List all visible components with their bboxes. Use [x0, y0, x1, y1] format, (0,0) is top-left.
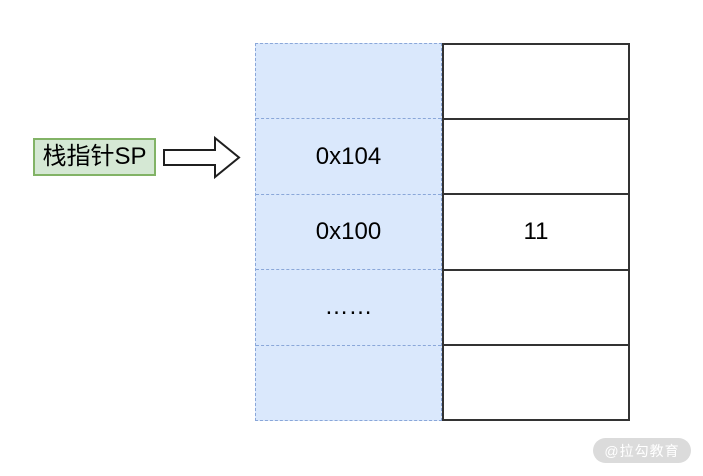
address-column: 0x104 0x100 ……: [255, 43, 442, 421]
value-column: 11: [442, 43, 630, 421]
right-block-arrow-icon: [162, 135, 242, 181]
watermark-badge: @拉勾教育: [593, 438, 691, 463]
stack-pointer-label: 栈指针SP: [33, 138, 156, 176]
value-cell-4: [444, 345, 628, 420]
value-cell-1: [444, 120, 628, 196]
address-cell-3: ……: [256, 270, 441, 346]
address-cell-1: 0x104: [256, 119, 441, 195]
value-cell-2: 11: [444, 195, 628, 271]
watermark-text: @拉勾教育: [604, 442, 680, 459]
value-cell-3: [444, 270, 628, 346]
value-cell-0: [444, 45, 628, 121]
address-cell-2: 0x100: [256, 194, 441, 271]
right-block-arrow-svg: [163, 135, 241, 180]
address-cell-4: [256, 345, 441, 421]
address-cell-0: [256, 44, 441, 120]
